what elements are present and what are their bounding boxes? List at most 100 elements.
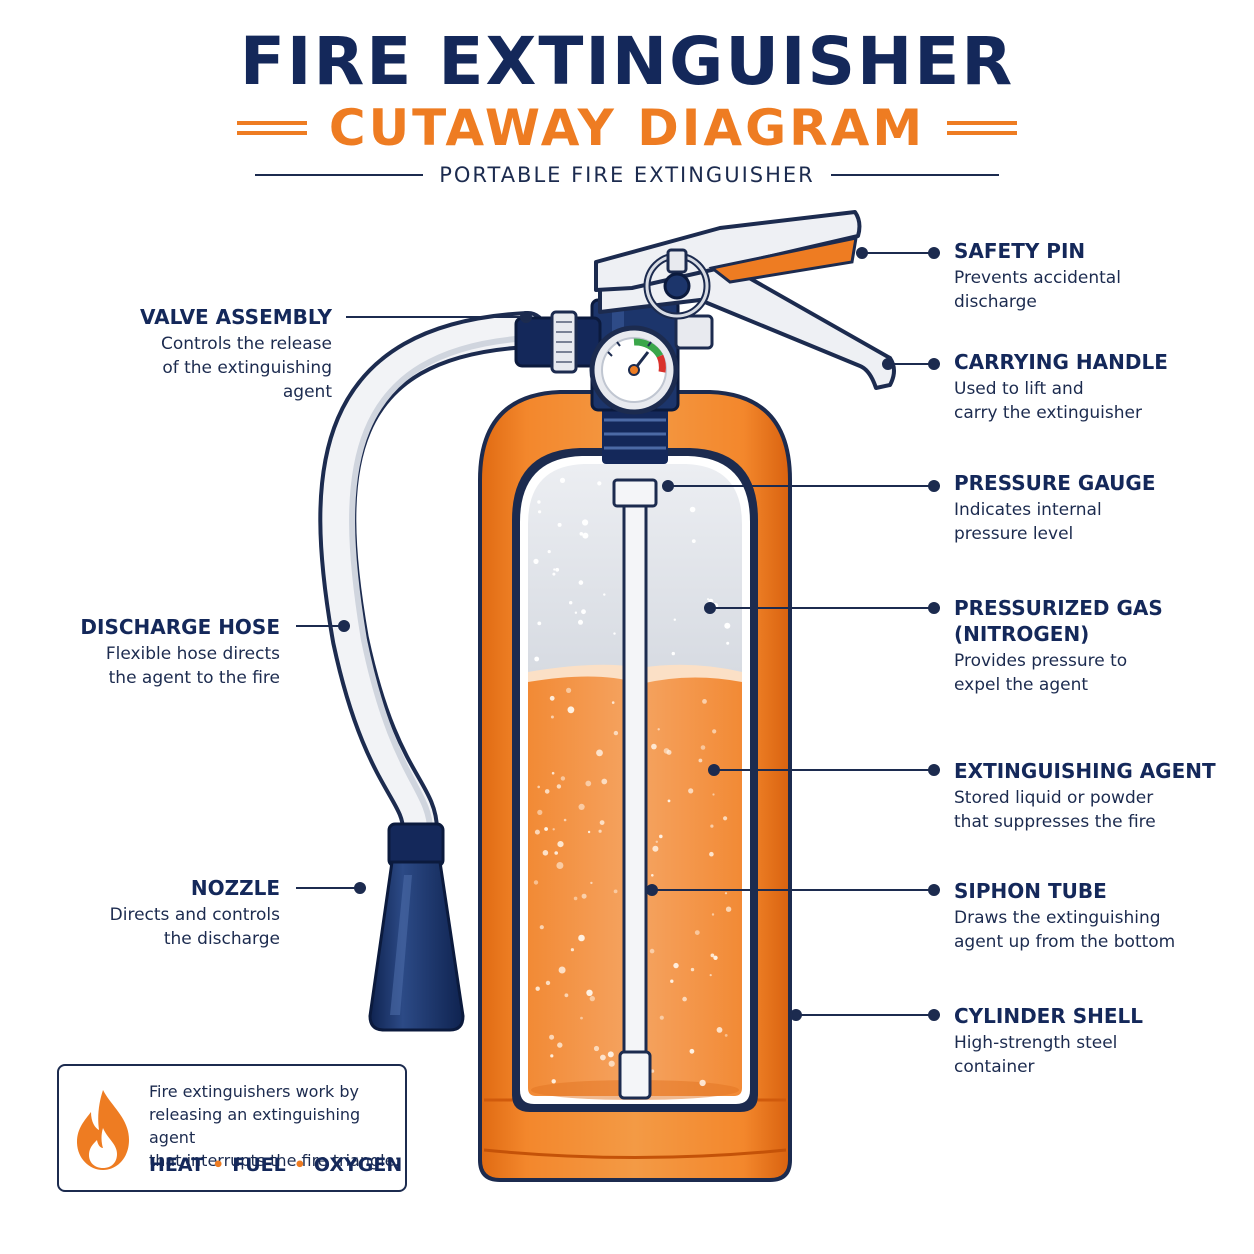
gas-particle: [555, 567, 560, 572]
agent-bubble: [613, 730, 619, 736]
page-title: FIRE EXTINGUISHER: [239, 23, 1015, 100]
agent-bubble: [549, 695, 555, 701]
agent-bubble: [663, 748, 670, 754]
gas-particle: [538, 510, 542, 514]
agent-bubble: [709, 851, 714, 857]
fire-triangle-heat: HEAT: [149, 1154, 205, 1176]
gas-particle: [578, 580, 584, 585]
gas-particle: [603, 593, 606, 596]
agent-bubble: [659, 834, 663, 839]
agent-bubble: [585, 780, 592, 787]
agent-bubble: [558, 966, 566, 974]
gas-particle: [552, 572, 556, 576]
agent-bubble: [589, 995, 595, 1002]
label-title: CARRYING HANDLE: [954, 350, 1168, 374]
agent-bubble: [657, 728, 660, 731]
agent-bubble: [570, 948, 575, 952]
agent-bubble: [580, 1016, 583, 1020]
agent-bubble: [649, 948, 655, 954]
decorative-dash-left: [236, 121, 307, 135]
agent-bubble: [711, 913, 715, 916]
gas-particle: [582, 532, 589, 539]
agent-bubble: [596, 749, 603, 757]
pressure-gauge: [589, 325, 679, 415]
agent-bubble: [573, 896, 578, 901]
agent-bubble: [545, 980, 551, 986]
label-pressurized-gas: PRESSURIZED GAS (NITROGEN) Provides pres…: [954, 595, 1163, 697]
gas-particle: [673, 618, 676, 621]
agent-bubble: [539, 925, 544, 930]
agent-bubble: [700, 745, 706, 750]
gas-particle: [547, 550, 551, 554]
gas-particle: [559, 477, 566, 483]
page-subtitle: CUTAWAY DIAGRAM: [328, 99, 926, 157]
agent-bubble: [557, 1042, 563, 1048]
agent-bubble: [552, 828, 555, 831]
agent-bubble: [710, 953, 715, 958]
discharge-hose: [318, 311, 547, 849]
agent-bubble: [689, 1048, 695, 1054]
label-title: PRESSURE GAUGE: [954, 471, 1156, 495]
gas-particle: [691, 539, 696, 543]
bullet-dot: •: [293, 1154, 306, 1176]
leader-lines: [296, 247, 940, 1021]
agent-bubble: [673, 962, 679, 969]
agent-bubble: [601, 778, 608, 785]
agent-bubble: [537, 785, 540, 789]
gas-particle: [534, 656, 540, 662]
agent-bubble: [599, 820, 605, 825]
agent-bubble: [550, 715, 554, 719]
agent-bubble: [590, 881, 593, 885]
agent-bubble: [690, 967, 695, 972]
agent-bubble: [551, 1079, 556, 1084]
siphon-tube: [612, 478, 658, 1100]
agent-bubble: [537, 809, 543, 816]
label-title: EXTINGUISHING AGENT: [954, 759, 1216, 783]
agent-bubble: [698, 758, 703, 763]
agent-bubble: [533, 880, 539, 885]
label-siphon-tube: SIPHON TUBE Draws the extinguishing agen…: [954, 878, 1175, 954]
gas-particle: [579, 532, 584, 536]
gas-particle: [726, 641, 730, 645]
agent-bubble: [611, 701, 615, 704]
agent-bubble: [563, 818, 567, 822]
agent-bubble: [702, 699, 707, 704]
label-desc: High-strength steel container: [954, 1033, 1118, 1077]
agent-bubble: [709, 974, 712, 977]
label-desc: Stored liquid or powder that suppresses …: [954, 788, 1156, 832]
agent-bubble: [549, 1034, 555, 1040]
agent-bubble: [651, 874, 654, 877]
label-safety-pin: SAFETY PIN Prevents accidental discharge: [954, 238, 1121, 314]
divider-right: [830, 174, 999, 176]
agent-bubble: [587, 830, 591, 834]
label-title: PRESSURIZED GAS (NITROGEN): [954, 596, 1163, 646]
label-extinguishing-agent: EXTINGUISHING AGENT Stored liquid or pow…: [954, 758, 1216, 834]
trigger-lever: [594, 210, 862, 292]
agent-bubble: [688, 788, 694, 794]
agent-bubble: [593, 1045, 600, 1052]
agent-bubble: [712, 793, 715, 796]
agent-bubble: [560, 776, 566, 781]
agent-bubble: [608, 1060, 615, 1067]
gas-particle: [732, 479, 735, 482]
agent-bubble: [544, 827, 548, 831]
agent-bubble: [578, 803, 585, 811]
divider-left: [255, 174, 424, 176]
agent-bubble: [542, 850, 549, 856]
fire-triangle-oxygen: OXYGEN: [313, 1154, 403, 1176]
tagline-row: PORTABLE FIRE EXTINGUISHER: [0, 160, 1254, 190]
gas-particle: [537, 621, 542, 626]
agent-bubble: [670, 979, 674, 983]
agent-bubble: [650, 1069, 655, 1073]
agent-bubble: [535, 986, 540, 991]
safety-pin: [643, 248, 711, 320]
agent-bubble: [564, 993, 569, 998]
label-title: NOZZLE: [190, 876, 280, 900]
label-title: SIPHON TUBE: [954, 879, 1107, 903]
tagline: PORTABLE FIRE EXTINGUISHER: [439, 163, 815, 187]
agent-bubble: [712, 729, 717, 734]
agent-bubble: [716, 1027, 723, 1033]
agent-bubble: [578, 934, 585, 942]
gas-particle: [578, 619, 583, 625]
